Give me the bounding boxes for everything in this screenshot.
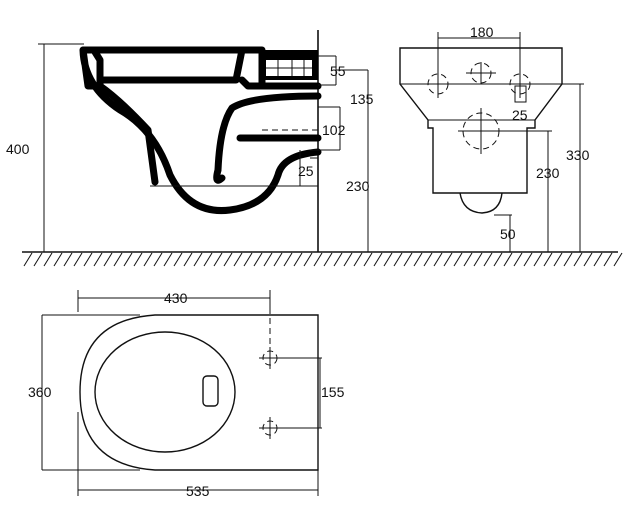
hatch-line	[303, 252, 313, 267]
top-outer-outline	[79, 314, 319, 471]
hatch-line	[83, 252, 93, 267]
dim-top-fixing-spacing: 155	[321, 384, 345, 400]
hatch-line	[373, 252, 383, 267]
dim-front-axis-height: 230	[536, 165, 560, 181]
front-outlet	[459, 192, 503, 214]
floor-line	[22, 251, 623, 267]
hatch-line	[133, 252, 143, 267]
hatch-line	[403, 252, 413, 267]
dim-total-length: 535	[186, 483, 210, 499]
hatch-line	[523, 252, 533, 267]
hatch-line	[603, 252, 613, 267]
dim-width: 360	[28, 384, 52, 400]
dim-front-offset: 25	[512, 107, 528, 123]
bowl-inner-trap	[96, 82, 322, 186]
hatch-line	[473, 252, 483, 267]
hatch-line	[383, 252, 393, 267]
top-seat-notch	[202, 375, 219, 407]
dim-outlet: 50	[500, 226, 516, 242]
hatch-line	[393, 252, 403, 267]
hatch-line	[513, 252, 523, 267]
hatch-line	[463, 252, 473, 267]
floor-hatching	[23, 252, 623, 267]
dim-total-height: 400	[6, 141, 30, 157]
hatch-line	[93, 252, 103, 267]
hatch-line	[423, 252, 433, 267]
hatch-line	[63, 252, 73, 267]
hatch-line	[113, 252, 123, 267]
hatch-line	[413, 252, 423, 267]
hatch-line	[253, 252, 263, 267]
hatch-line	[343, 252, 353, 267]
hatch-line	[163, 252, 173, 267]
hatch-line	[293, 252, 303, 267]
hatch-line	[483, 252, 493, 267]
hatch-line	[573, 252, 583, 267]
hatch-line	[223, 252, 233, 267]
dim-pipe-offset: 25	[298, 163, 314, 179]
hatch-line	[433, 252, 443, 267]
hatch-line	[313, 252, 323, 267]
hatch-line	[173, 252, 183, 267]
hatch-line	[213, 252, 223, 267]
hatch-line	[443, 252, 453, 267]
hatch-line	[543, 252, 553, 267]
hatch-line	[123, 252, 133, 267]
dim-top-flange: 55	[330, 63, 346, 79]
hatch-line	[73, 252, 83, 267]
hatch-line	[233, 252, 243, 267]
front-inlet-circle	[466, 62, 496, 84]
top-fixing-hole-lower	[259, 417, 281, 439]
hatch-line	[613, 252, 623, 267]
dim-inlet-height: 135	[350, 91, 374, 107]
hatch-line	[43, 252, 53, 267]
hatch-line	[53, 252, 63, 267]
top-view: 430 360 155 535	[28, 290, 345, 499]
hatch-line	[243, 252, 253, 267]
front-view: 180 25 330 230 50	[399, 24, 590, 252]
hatch-line	[593, 252, 603, 267]
hatch-line	[563, 252, 573, 267]
hatch-line	[263, 252, 273, 267]
dim-front-height: 330	[566, 147, 590, 163]
front-fixing-hole-left	[424, 70, 452, 98]
dim-fixing-width: 180	[470, 24, 494, 40]
hatch-line	[503, 252, 513, 267]
hatch-line	[493, 252, 503, 267]
hatch-line	[273, 252, 283, 267]
hatch-line	[533, 252, 543, 267]
hatch-line	[153, 252, 163, 267]
hatch-line	[553, 252, 563, 267]
hatch-line	[453, 252, 463, 267]
side-view: 400 55 135 102 25 230	[6, 30, 374, 252]
hatch-line	[23, 252, 33, 267]
hatch-line	[103, 252, 113, 267]
hatch-line	[183, 252, 193, 267]
hatch-line	[353, 252, 363, 267]
hatch-line	[323, 252, 333, 267]
hatch-line	[333, 252, 343, 267]
dim-floor-to-axis: 230	[346, 178, 370, 194]
dim-fixing-spacing: 102	[322, 122, 346, 138]
hatch-line	[33, 252, 43, 267]
front-outlet-circle	[458, 108, 505, 154]
front-fixing-hole-right	[506, 70, 534, 103]
top-seat-opening	[94, 331, 236, 453]
hatch-line	[143, 252, 153, 267]
hatch-line	[583, 252, 593, 267]
hatch-line	[193, 252, 203, 267]
hatch-line	[283, 252, 293, 267]
hatch-line	[203, 252, 213, 267]
outlet-pipe	[213, 134, 322, 184]
top-fixing-hole-upper	[259, 347, 281, 369]
hatch-line	[363, 252, 373, 267]
dim-seat-length: 430	[164, 290, 188, 306]
